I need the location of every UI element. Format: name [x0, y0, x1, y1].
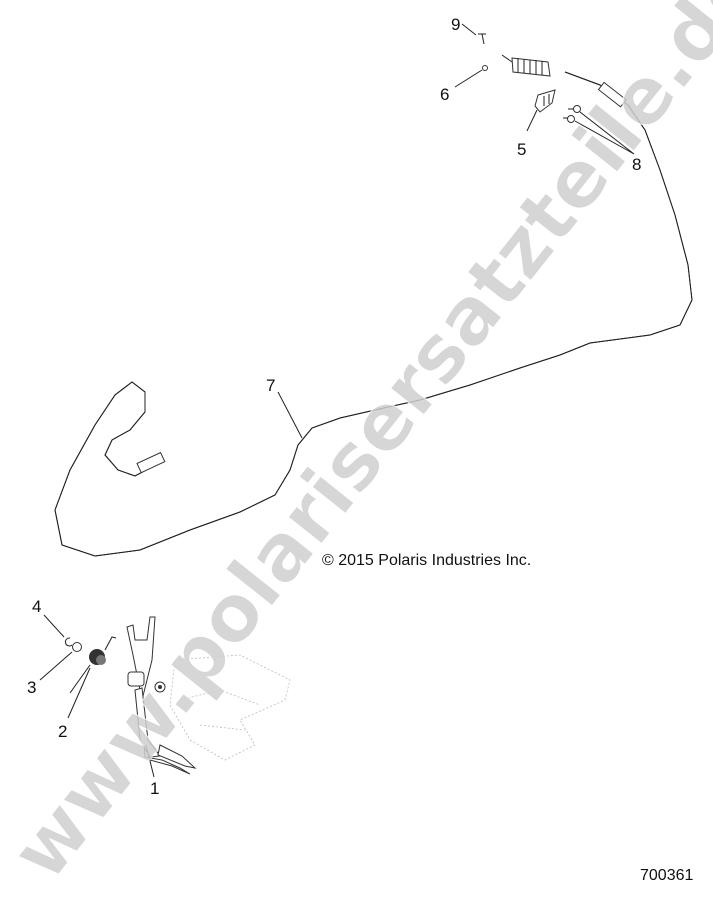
callout-2: 2 [58, 722, 67, 741]
cable-end-fitting [136, 451, 166, 474]
callout-5: 5 [517, 140, 526, 159]
callout-1: 1 [150, 779, 159, 798]
callout-6: 6 [440, 85, 449, 104]
throttle-cable [54, 54, 693, 557]
part-6-clip [482, 65, 488, 71]
background-assembly-outline [169, 654, 291, 761]
cable-adjuster-sleeve [597, 81, 627, 108]
callout-4: 4 [32, 597, 41, 616]
cable-spring-end [501, 54, 551, 77]
part-2-spring [69, 636, 117, 694]
part-5-bracket [534, 89, 556, 113]
part-8-screws [563, 105, 581, 123]
copyright-notice: © 2015 Polaris Industries Inc. [322, 552, 531, 569]
callout-8: 8 [632, 155, 641, 174]
callout-9: 9 [451, 15, 460, 34]
callout-3: 3 [27, 678, 36, 697]
callout-7: 7 [266, 376, 275, 395]
leader-lines [39, 23, 635, 778]
part-9-pin [478, 33, 486, 45]
part-4-clip [64, 637, 73, 647]
part-3-washer [72, 642, 82, 652]
drawing-number: 700361 [640, 867, 693, 884]
pedal-bushing [127, 671, 145, 687]
